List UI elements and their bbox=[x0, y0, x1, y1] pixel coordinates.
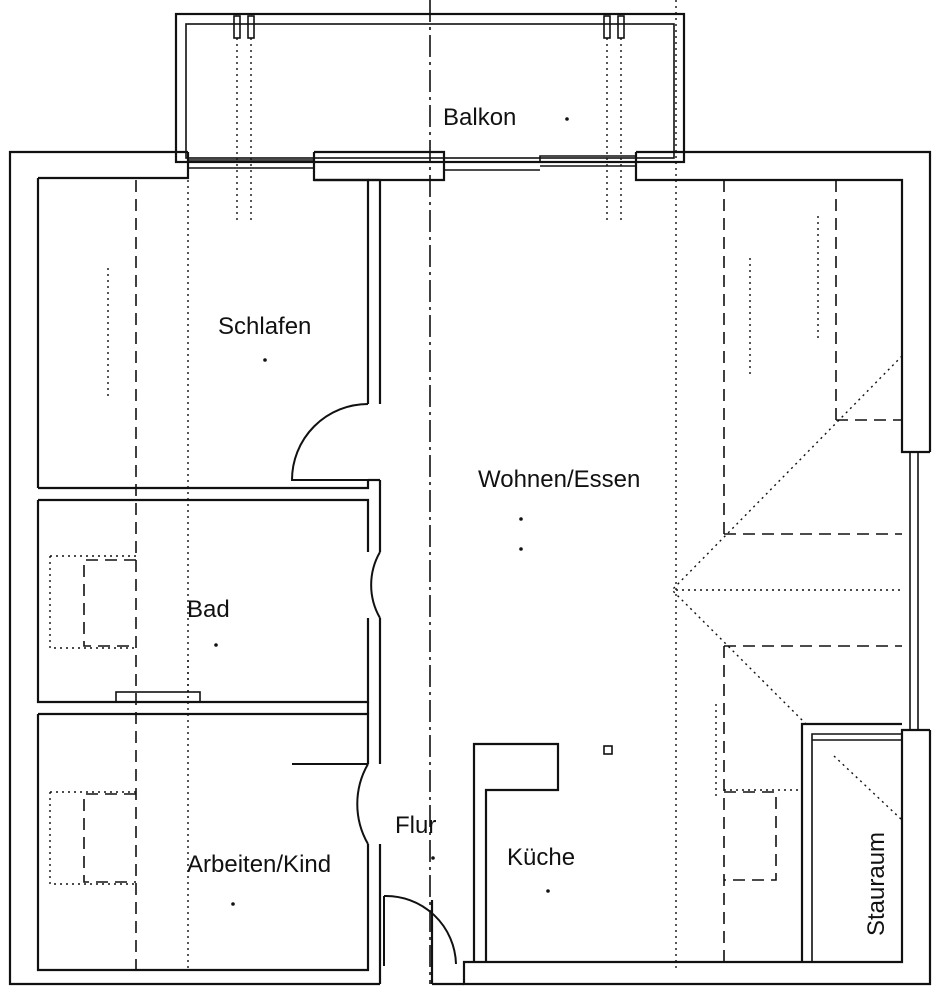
interior-walls bbox=[36, 178, 902, 972]
outer-wall-right-bottom bbox=[462, 728, 932, 986]
study-top-wall bbox=[38, 712, 370, 764]
sliding-door bbox=[539, 155, 636, 162]
staircase bbox=[671, 355, 903, 821]
room-point bbox=[519, 547, 523, 551]
outer-wall-right-top bbox=[636, 150, 932, 452]
bath-window bbox=[115, 691, 201, 703]
bath-top-wall bbox=[38, 498, 370, 552]
bedroom-right-wall bbox=[314, 178, 370, 404]
label-arbeiten: Arbeiten/Kind bbox=[187, 851, 331, 878]
label-balkon: Balkon bbox=[443, 104, 516, 131]
doors bbox=[290, 403, 457, 966]
hidden-lines bbox=[107, 0, 837, 984]
storage-wall-inner bbox=[811, 733, 902, 962]
study-walls bbox=[36, 714, 370, 972]
storage-wall bbox=[800, 722, 902, 962]
room-point bbox=[231, 902, 235, 906]
bath-walls bbox=[36, 500, 370, 704]
room-point bbox=[565, 117, 569, 121]
room-labels: Balkon Schlafen Wohnen/Essen Bad Flur Kü… bbox=[187, 104, 890, 936]
room-point bbox=[214, 643, 218, 647]
stair-walk-line bbox=[671, 355, 903, 725]
bedroom-bottom-wall bbox=[38, 480, 370, 490]
room-point bbox=[431, 856, 435, 860]
kitchen-outline bbox=[724, 791, 777, 881]
balcony-post bbox=[617, 15, 625, 39]
desk-outline bbox=[49, 792, 136, 885]
door-study bbox=[356, 763, 369, 845]
door-bedroom bbox=[290, 403, 369, 481]
desk-outline bbox=[49, 556, 136, 649]
label-flur: Flur bbox=[395, 812, 436, 839]
label-wohnen: Wohnen/Essen bbox=[478, 466, 640, 493]
room-point bbox=[519, 517, 523, 521]
furniture bbox=[49, 555, 800, 885]
outer-wall-right-inner bbox=[634, 152, 930, 454]
room-point bbox=[263, 358, 267, 362]
label-bad: Bad bbox=[187, 596, 230, 623]
outer-wall-left bbox=[8, 150, 380, 986]
room-point bbox=[546, 889, 550, 893]
wall-pillar bbox=[312, 150, 446, 182]
balcony-post bbox=[233, 15, 241, 39]
column-marker bbox=[603, 745, 613, 755]
desk-outline bbox=[83, 559, 136, 647]
kitchen-counter bbox=[472, 742, 560, 962]
door-bath bbox=[370, 551, 381, 619]
outer-wall-left-inner-top bbox=[38, 152, 190, 180]
door-entrance bbox=[383, 894, 457, 965]
outer-walls bbox=[8, 150, 932, 986]
label-kueche: Küche bbox=[507, 844, 575, 871]
stair-walk-line bbox=[833, 755, 903, 821]
label-schlafen: Schlafen bbox=[218, 313, 311, 340]
balcony-post bbox=[247, 15, 255, 39]
balcony-post bbox=[603, 15, 611, 39]
label-stauraum: Stauraum bbox=[863, 832, 890, 936]
desk-outline bbox=[83, 793, 136, 883]
